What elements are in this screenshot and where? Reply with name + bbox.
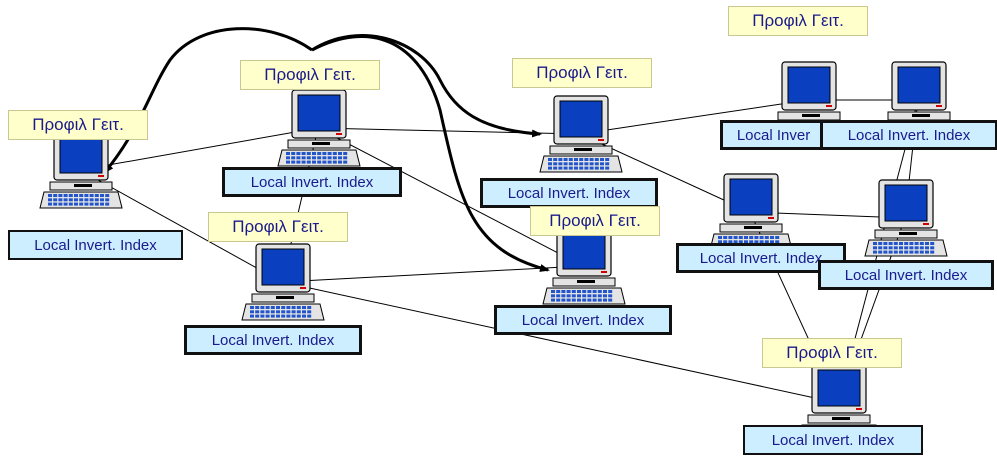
profile-label: Προφιλ Γειτ. [728, 6, 868, 36]
local-index-label: Local Invert. Index [8, 230, 183, 260]
computer-icon [39, 131, 123, 209]
computer-icon [542, 227, 626, 305]
profile-label: Προφιλ Γειτ. [762, 338, 902, 368]
local-index-label: Local Inver [720, 120, 827, 150]
profile-label: Προφιλ Γειτ. [530, 206, 660, 236]
link-n3-n10 [281, 281, 839, 404]
local-index-label: Local Invert. Index [818, 260, 994, 290]
profile-label: Προφιλ Γειτ. [512, 58, 652, 88]
local-index-label: Local Invert. Index [184, 325, 362, 355]
arrow-n2-n5 [311, 35, 550, 272]
computer-icon [241, 243, 325, 321]
local-index-label: Local Invert. Index [222, 167, 402, 197]
profile-label: Προφιλ Γειτ. [208, 212, 348, 242]
local-index-label: Local Invert. Index [676, 243, 846, 273]
link-n1-n3 [79, 169, 283, 283]
computer-icon [277, 89, 361, 167]
computer-icon [864, 179, 948, 257]
link-n2-n5 [317, 127, 584, 267]
profile-label: Προφιλ Γειτ. [8, 110, 148, 140]
local-index-label: Local Invert. Index [480, 178, 658, 208]
profile-label: Προφιλ Γειτ. [240, 60, 380, 90]
link-n1-n2 [79, 127, 319, 171]
computer-icon [539, 95, 623, 173]
local-index-label: Local Invert. Index [494, 305, 672, 335]
computer-icon [709, 173, 793, 251]
local-index-label: Local Invert. Index [820, 120, 997, 150]
link-n2-n4 [317, 127, 581, 135]
arrow-n2-n1 [103, 27, 313, 174]
local-index-label: Local Invert. Index [743, 425, 923, 455]
link-n4-n6 [579, 99, 809, 135]
link-n3-n5 [281, 265, 584, 283]
